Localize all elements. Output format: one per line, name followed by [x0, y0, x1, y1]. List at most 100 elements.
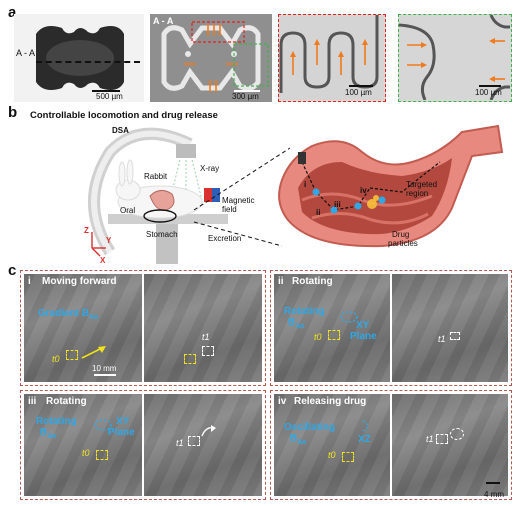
- scale-bar-3: [349, 85, 373, 87]
- label-rabbit: Rabbit: [144, 172, 168, 181]
- panel-c-letter: c: [8, 262, 17, 279]
- sub-iii-plane-2: Plane: [108, 427, 135, 438]
- sub-iv-title: Releasing drug: [294, 396, 367, 407]
- stomach-label-iii: iii: [334, 200, 341, 209]
- sub-iv-t1: t1: [426, 434, 434, 444]
- sub-i-device-final: [202, 346, 214, 356]
- xray-ii-right: t1: [392, 274, 508, 382]
- sub-iii-title: Rotating: [46, 396, 87, 407]
- scale-bar-1: [92, 90, 120, 92]
- sub-iv-roman: iv: [278, 396, 287, 407]
- axis-y-label: Y: [106, 236, 112, 245]
- label-field: field: [222, 205, 237, 214]
- frame-sub-iv: [270, 390, 512, 500]
- stomach-illustration: i ii iii iv Targeted region Drug particl…: [272, 122, 512, 252]
- scale-label-4: 100 µm: [475, 88, 502, 97]
- sub-i-scale: 10 mm: [92, 364, 117, 373]
- sub-ii-field-2: BAo: [288, 317, 305, 332]
- panel-a-cross-section: A - A 300 µm: [150, 14, 272, 102]
- label-region: region: [406, 189, 429, 198]
- sub-ii-device-box: [328, 330, 340, 340]
- sub-ii-plane-1: XY: [356, 320, 370, 331]
- label-oral: Oral: [120, 206, 136, 215]
- section-cut-line: [36, 61, 140, 63]
- sub-ii-field-1: Rotating: [284, 306, 325, 317]
- xray-i-left: i Moving forward Gradient BAo t0 10 mm: [24, 274, 142, 382]
- sub-i-scale-bar: [94, 374, 116, 376]
- sub-i-title: Moving forward: [42, 276, 117, 287]
- sub-iv-drug-cloud: [450, 428, 464, 440]
- scale-bar-2: [234, 90, 260, 92]
- sub-i-arrow: [81, 346, 106, 359]
- dsa-drawing: [88, 127, 228, 264]
- label-excretion: Excretion: [208, 234, 242, 243]
- sub-i-device-ghost: [184, 354, 196, 364]
- label-targeted: Targeted: [406, 180, 438, 189]
- xray-iii-right: t1: [144, 394, 262, 496]
- sub-iv-field-2: BAo: [290, 433, 307, 448]
- label-drug: Drug: [392, 230, 410, 239]
- panel-a-green-zoom: 100 µm: [398, 14, 512, 102]
- sub-iii-t1: t1: [176, 438, 184, 448]
- sub-iii-device-final: [188, 436, 200, 446]
- stomach-label-ii: ii: [316, 208, 321, 217]
- sub-iii-t0: t0: [82, 448, 90, 458]
- sub-iv-oscillate-icon: [362, 420, 369, 432]
- label-stomach: Stomach: [146, 230, 178, 239]
- label-particles: particles: [388, 239, 418, 248]
- sub-i-t1: t1: [202, 332, 210, 342]
- panel-b-title: Controllable locomotion and drug release: [30, 110, 218, 121]
- sub-ii-plane-2: Plane: [350, 331, 377, 342]
- sub-iv-field-2-sub: Ao: [297, 439, 307, 446]
- scale-label-2: 300 µm: [232, 92, 259, 101]
- sub-iii-rotate-arrow: [201, 425, 216, 437]
- frame-sub-i: [20, 270, 266, 386]
- sub-ii-field-2-sub: Ao: [295, 323, 305, 330]
- cross-section-drawing: [150, 14, 272, 102]
- frame-sub-iii: [20, 390, 266, 500]
- sub-iii-field-1: Rotating: [36, 416, 77, 427]
- sub-ii-t1: t1: [438, 334, 446, 344]
- label-dsa: DSA: [112, 126, 129, 135]
- axis-x-label: X: [100, 256, 106, 265]
- sub-iv-device-box: [342, 452, 354, 462]
- sub-iii-field-2-text: B: [40, 427, 48, 438]
- sub-i-device-box: [66, 350, 78, 360]
- sub-i-roman: i: [28, 276, 31, 287]
- scale-bar-4: [479, 85, 501, 87]
- sub-i-field-text: Gradient B: [38, 308, 90, 319]
- sub-iii-field-2: BAo: [40, 427, 57, 442]
- sub-iv-t0: t0: [328, 450, 336, 460]
- stomach-label-i: i: [304, 180, 307, 189]
- label-xray: X-ray: [200, 164, 220, 173]
- sub-ii-t0: t0: [314, 332, 322, 342]
- sub-iii-device-box: [96, 450, 108, 460]
- panel-b-letter: b: [8, 104, 18, 121]
- panel-a-red-zoom: 100 µm: [278, 14, 386, 102]
- sub-ii-roman: ii: [278, 276, 284, 287]
- section-label-a2: A - A: [153, 16, 174, 26]
- xray-iv-left: iv Releasing drug Oscillating BAo XZ t0: [274, 394, 390, 496]
- sub-iii-plane-1: XY: [116, 416, 130, 427]
- xray-iii-left: iii Rotating Rotating BAo XY Plane t0: [24, 394, 142, 496]
- stomach-drawing: [278, 124, 504, 248]
- sub-iii-roman: iii: [28, 396, 37, 407]
- sub-ii-title: Rotating: [292, 276, 333, 287]
- section-label-a1: A - A: [16, 48, 36, 58]
- sub-i-t0: t0: [52, 354, 60, 364]
- frame-sub-ii: [270, 270, 512, 386]
- sub-ii-device-final: [450, 332, 460, 340]
- stomach-label-iv: iv: [360, 186, 367, 195]
- sub-i-field: Gradient BAo: [38, 308, 98, 323]
- sub-ii-field-2-text: B: [288, 317, 296, 328]
- sub-iv-scale-bar: [486, 482, 500, 484]
- xray-iv-right: t1: [392, 394, 508, 496]
- sub-iv-device-final: [436, 434, 448, 444]
- dsa-setup-illustration: DSA X-ray Rabbit Oral Magnetic field Sto…: [80, 122, 260, 268]
- xray-ii-left: ii Rotating Rotating BAo XY Plane t0: [274, 274, 390, 382]
- sub-iv-scale: 4 mm: [484, 490, 504, 499]
- scale-label-1: 500 µm: [96, 92, 123, 101]
- panel-a-letter: a: [8, 4, 17, 21]
- sub-ii-rotate-icon: [340, 311, 358, 323]
- sub-iii-field-2-sub: Ao: [47, 433, 57, 440]
